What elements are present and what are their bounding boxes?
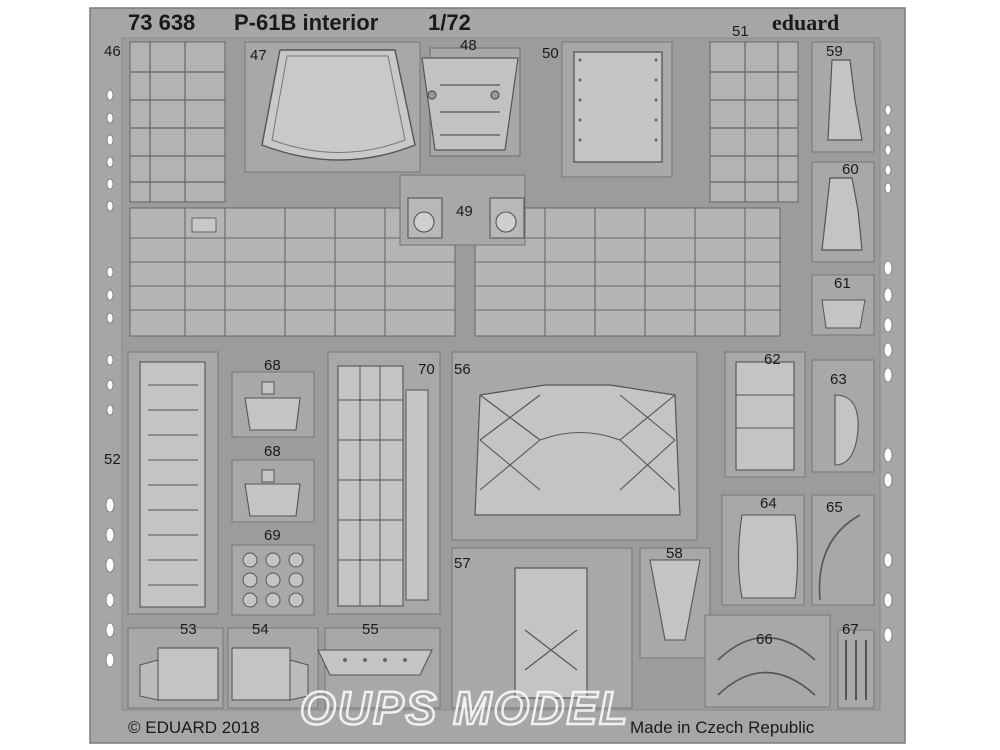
- label-60: 60: [842, 161, 859, 178]
- part-53: [127, 627, 224, 709]
- sheet-scale: 1/72: [428, 10, 471, 35]
- label-54: 54: [252, 621, 269, 638]
- label-59: 59: [826, 43, 843, 60]
- label-53: 53: [180, 621, 197, 638]
- part-70: [327, 351, 441, 615]
- label-57: 57: [454, 555, 471, 572]
- part-48: [421, 47, 521, 157]
- label-66: 66: [756, 631, 773, 648]
- part-57: [451, 547, 633, 709]
- label-51: 51: [732, 23, 749, 40]
- part-64: [721, 494, 805, 606]
- label-64: 64: [760, 495, 777, 512]
- origin-text: Made in Czech Republic: [630, 718, 815, 737]
- part-55: [317, 627, 441, 709]
- part-59: [811, 41, 875, 153]
- label-67: 67: [842, 621, 859, 638]
- brand-logo: eduard: [772, 10, 839, 35]
- part-62: [724, 351, 806, 478]
- label-47: 47: [250, 47, 267, 64]
- label-58: 58: [666, 545, 683, 562]
- sheet-title: P-61B interior: [234, 10, 379, 35]
- part-54: [227, 627, 319, 709]
- part-65: [811, 494, 875, 606]
- copyright-text: © EDUARD 2018: [128, 718, 260, 737]
- label-52: 52: [104, 451, 121, 468]
- part-46: [129, 41, 226, 203]
- watermark: OUPS MODEL: [300, 682, 629, 734]
- label-65: 65: [826, 499, 843, 516]
- label-69: 69: [264, 527, 281, 544]
- part-68-upper: [231, 371, 315, 438]
- label-63: 63: [830, 371, 847, 388]
- part-66: [704, 614, 831, 708]
- relief-holes-left: [105, 89, 115, 668]
- label-62: 62: [764, 351, 781, 368]
- part-49: [399, 174, 526, 246]
- part-50: [561, 41, 673, 178]
- part-56: [451, 351, 698, 541]
- label-55: 55: [362, 621, 379, 638]
- label-68-lower: 68: [264, 443, 281, 460]
- relief-holes-right: [883, 104, 893, 643]
- part-63: [811, 359, 875, 473]
- part-61: [811, 274, 875, 336]
- label-61: 61: [834, 275, 851, 292]
- label-46: 46: [104, 43, 121, 60]
- part-51: [709, 41, 799, 203]
- part-52: [127, 351, 219, 615]
- part-67: [837, 629, 875, 709]
- sheet-code: 73 638: [128, 10, 195, 35]
- label-49: 49: [456, 203, 473, 220]
- label-48: 48: [460, 37, 477, 54]
- part-69: [231, 544, 315, 616]
- label-50: 50: [542, 45, 559, 62]
- part-60: [811, 161, 875, 263]
- part-47: [244, 41, 421, 173]
- label-70: 70: [418, 361, 435, 378]
- part-68-lower: [231, 459, 315, 523]
- label-68-upper: 68: [264, 357, 281, 374]
- label-56: 56: [454, 361, 471, 378]
- part-58: [639, 547, 711, 659]
- floor-panel-right: [474, 207, 781, 337]
